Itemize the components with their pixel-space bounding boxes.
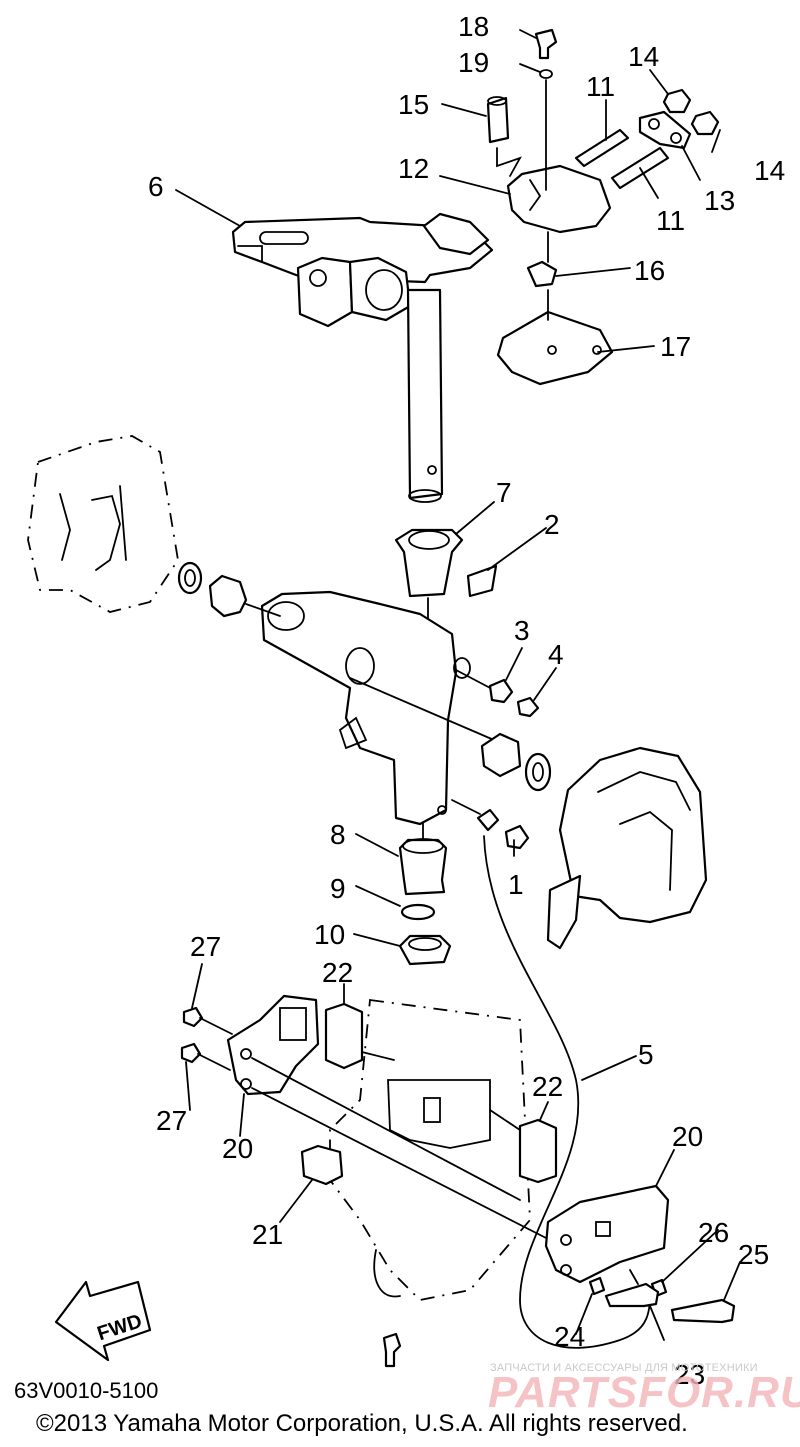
callout-labels: 18 19 14 15 11 12 6 13 14 11 16 17 7 2 3… [148, 11, 785, 1390]
callout-22-left: 22 [322, 957, 353, 988]
right-cover [558, 746, 708, 924]
watermark-tagline: ЗАПЧАСТИ И АКСЕССУАРЫ ДЛЯ МОТОТЕХНИКИ [490, 1362, 758, 1374]
part-20-housing-right [544, 1184, 670, 1284]
copyright-notice: ©2013 Yamaha Motor Corporation, U.S.A. A… [36, 1410, 688, 1437]
part-4-bolt [516, 696, 540, 718]
part-7-bushing [394, 528, 464, 598]
callout-3: 3 [514, 615, 530, 646]
callout-14-right: 14 [754, 155, 785, 186]
callout-14-top: 14 [628, 41, 659, 72]
callout-24: 24 [554, 1321, 585, 1352]
part-9-o-ring [400, 903, 436, 921]
callout-27-bottom: 27 [156, 1105, 187, 1136]
callout-15: 15 [398, 89, 429, 120]
ground-wire-terminal [476, 808, 500, 832]
part-18-bolt [534, 28, 558, 60]
part-19-washer [539, 69, 553, 79]
callout-11-top: 11 [586, 71, 615, 102]
swivel-bracket [260, 590, 458, 826]
callout-13: 13 [704, 185, 735, 216]
callout-16: 16 [634, 255, 665, 286]
part-11-bolt-upper [574, 128, 630, 168]
leader-lines [175, 29, 741, 1341]
part-14-nut-b [690, 110, 720, 136]
part-24-washer [588, 1276, 606, 1296]
part-6-clamp-left [296, 256, 354, 328]
left-cover [27, 435, 179, 613]
callout-11-lower: 11 [656, 205, 685, 236]
callout-6: 6 [148, 171, 164, 202]
part-6-cradle [422, 212, 490, 256]
part-16-clip [526, 260, 558, 288]
part-5-wire [483, 835, 651, 1349]
callout-23: 23 [674, 1359, 705, 1390]
right-washer [524, 752, 552, 792]
right-cover-handle [546, 874, 582, 950]
callout-12: 12 [398, 153, 429, 184]
part-1-screw [504, 824, 530, 850]
callout-27-top: 27 [190, 931, 221, 962]
callout-20-left: 20 [222, 1133, 253, 1164]
part-12-bracket [506, 164, 612, 234]
lower-unit [329, 998, 531, 1301]
callout-5: 5 [638, 1039, 654, 1070]
part-27-nut-a [182, 1006, 204, 1028]
part-20-housing-left [226, 994, 320, 1096]
watermark-brand: PARTSFOR.RU [488, 1368, 800, 1417]
callout-17: 17 [660, 331, 691, 362]
part-22-mount-right [518, 1118, 558, 1184]
part-8-grommet [398, 838, 448, 896]
part-3-bushing [488, 678, 514, 704]
callout-10: 10 [314, 919, 345, 950]
bottom-screw [382, 1332, 402, 1368]
fwd-arrow: FWD [54, 1280, 152, 1362]
part-27-nut-b [180, 1042, 202, 1064]
steering-shaft [406, 288, 444, 500]
callout-8: 8 [330, 819, 346, 850]
part-13-plate [638, 110, 692, 150]
callout-19: 19 [458, 47, 489, 78]
callout-26: 26 [698, 1217, 729, 1248]
callout-25: 25 [738, 1239, 769, 1270]
part-15-pin [486, 96, 510, 144]
callout-20-right: 20 [672, 1121, 703, 1152]
part-22-mount-left [324, 1002, 364, 1070]
part-21-mount [300, 1144, 344, 1186]
left-bushing [208, 574, 248, 618]
callout-7: 7 [496, 477, 512, 508]
callout-1: 1 [508, 869, 524, 900]
callout-4: 4 [548, 639, 564, 670]
callout-22-right: 22 [532, 1071, 563, 1102]
left-washer [177, 561, 203, 595]
drawing-code: 63V0010-5100 [14, 1378, 159, 1403]
callout-18: 18 [458, 11, 489, 42]
part-14-nut-a [662, 88, 692, 114]
callout-9: 9 [330, 873, 346, 904]
callout-21: 21 [252, 1219, 283, 1250]
part-25-bolt [670, 1298, 736, 1324]
spring [480, 732, 522, 778]
callout-2: 2 [544, 509, 560, 540]
part-23-bolt [604, 1282, 660, 1308]
part-2-tab [466, 564, 498, 598]
